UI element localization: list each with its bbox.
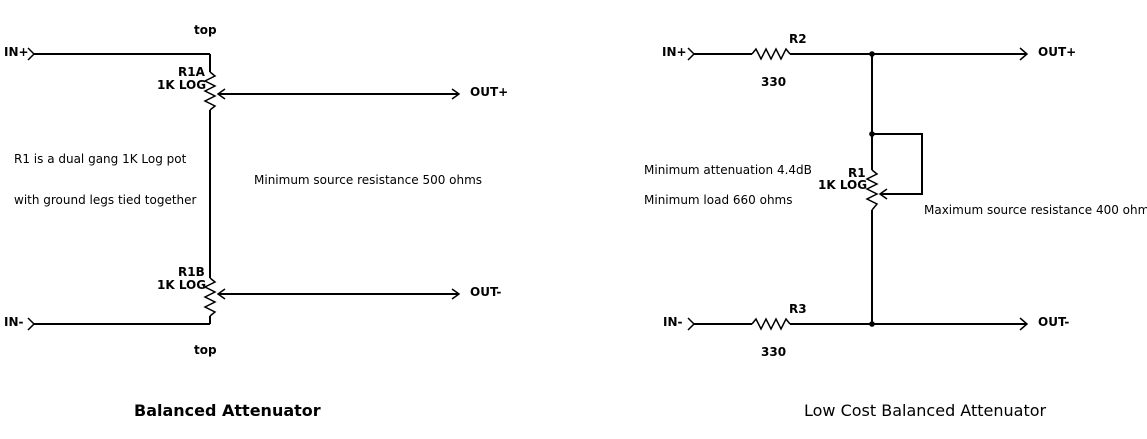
r2-name-label: R2 [789, 32, 807, 46]
note-line-2: with ground legs tied together [14, 193, 197, 207]
junction-bottom [869, 321, 875, 327]
r3-name-label: R3 [789, 302, 807, 316]
r3-resistor [751, 317, 791, 331]
min-load-label: Minimum load 660 ohms [644, 193, 793, 207]
in-minus-label-left: IN- [4, 315, 24, 329]
out-plus-arrow-left [451, 88, 461, 100]
r1-name-label-right: R1 [848, 166, 866, 180]
in-plus-label-left: IN+ [4, 45, 29, 59]
note-line-1: R1 is a dual gang 1K Log pot [14, 152, 187, 166]
in-minus-terminal-right [687, 317, 696, 331]
out-minus-arrow-right [1019, 317, 1029, 331]
out-plus-label-left: OUT+ [470, 85, 508, 99]
r1-value-label-right: 1K LOG [818, 178, 867, 192]
top-label-upper: top [194, 23, 217, 37]
r1b-value-label: 1K LOG [157, 278, 206, 292]
min-source-resistance-label: Minimum source resistance 500 ohms [254, 173, 482, 187]
in-minus-terminal-left [27, 317, 36, 331]
low-cost-attenuator-diagram: IN+ IN- OUT+ OUT- R2 330 R3 330 R1 1K LO… [644, 32, 1147, 420]
balanced-attenuator-diagram: IN+ IN- OUT+ OUT- top top R1A 1K LOG R1B… [4, 23, 508, 420]
r1-wiper-loop [872, 133, 923, 195]
out-minus-label-left: OUT- [470, 285, 501, 299]
max-source-resistance-label: Maximum source resistance 400 ohms [924, 203, 1147, 217]
r1b-wiper-arrow [216, 288, 226, 300]
r2-resistor [751, 47, 791, 61]
r1a-value-label: 1K LOG [157, 78, 206, 92]
out-minus-arrow-left [451, 288, 461, 300]
out-minus-label-right: OUT- [1038, 315, 1069, 329]
left-caption: Balanced Attenuator [134, 401, 321, 420]
in-plus-terminal-right [687, 47, 696, 61]
r3-value-label: 330 [761, 345, 786, 359]
r1b-name-label: R1B [178, 265, 205, 279]
right-caption: Low Cost Balanced Attenuator [804, 401, 1047, 420]
r1a-resistor [203, 71, 217, 111]
in-plus-label-right: IN+ [662, 45, 687, 59]
r1-resistor-right [865, 169, 879, 211]
in-plus-terminal-left [27, 47, 36, 61]
top-label-lower: top [194, 343, 217, 357]
r2-value-label: 330 [761, 75, 786, 89]
r1-wiper-arrow [878, 188, 888, 200]
in-minus-label-right: IN- [663, 315, 683, 329]
out-plus-label-right: OUT+ [1038, 45, 1076, 59]
min-attenuation-label: Minimum attenuation 4.4dB [644, 163, 812, 177]
out-plus-arrow-right [1019, 47, 1029, 61]
r1b-resistor [203, 277, 217, 317]
r1a-wiper-arrow [216, 88, 226, 100]
r1a-name-label: R1A [178, 65, 206, 79]
